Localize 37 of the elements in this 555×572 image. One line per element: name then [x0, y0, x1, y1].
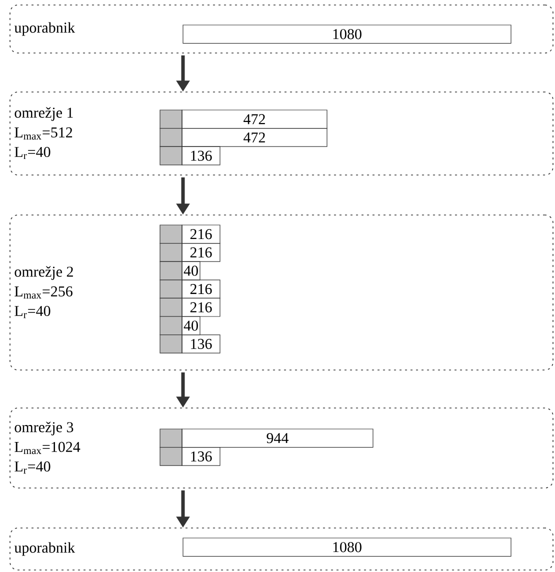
packet-box: 472 — [182, 128, 328, 147]
packet-box: 136 — [182, 447, 220, 466]
header-cell — [160, 261, 182, 280]
header-cell — [160, 110, 182, 129]
panel-label: omrežje 3 — [14, 422, 74, 436]
packet-box: 216 — [182, 243, 220, 262]
panel-label: uporabnik — [14, 542, 76, 556]
packet-box: 944 — [182, 428, 374, 448]
header-cell — [160, 298, 182, 317]
panel-label: L$_{max}$=512 — [14, 127, 72, 140]
packet-box: 472 — [182, 110, 328, 129]
header-cell — [160, 280, 182, 298]
packet-box: 216 — [182, 280, 220, 298]
header-cell — [160, 128, 182, 147]
packet-box: 1080 — [182, 538, 512, 557]
header-cell — [160, 243, 182, 262]
header-cell — [160, 428, 182, 448]
header-cell — [160, 146, 182, 166]
panel-label: L$_{max}$=256 — [14, 286, 72, 299]
packet-box: 136 — [182, 334, 220, 354]
packet-box: 136 — [182, 146, 220, 166]
panel-label: omrežje 1 — [14, 107, 73, 121]
panel-label: L$_{r}$=40 — [14, 146, 50, 160]
header-cell — [160, 334, 182, 354]
packet-box: 216 — [182, 298, 220, 317]
header-cell — [160, 224, 182, 244]
panel-label: uporabnik — [14, 22, 76, 36]
packet-box: 40 — [182, 261, 200, 280]
header-cell — [160, 316, 182, 336]
header-cell — [160, 447, 182, 466]
panel-label: L$_{max}$=1024 — [14, 442, 80, 454]
panel-label: L$_{r}$=40 — [14, 461, 50, 474]
packet-box: 1080 — [182, 24, 512, 44]
panel-label: L$_{r}$=40 — [14, 306, 50, 318]
packet-box: 40 — [182, 316, 200, 336]
panel-label: omrežje 2 — [14, 266, 73, 280]
packet-box: 216 — [182, 224, 220, 244]
